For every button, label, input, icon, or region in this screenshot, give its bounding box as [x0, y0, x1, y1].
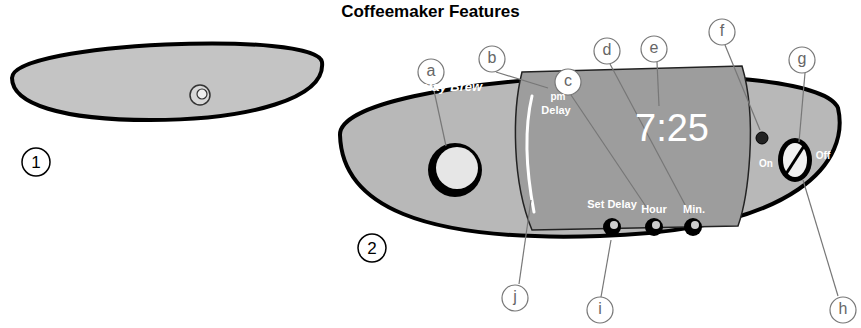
top-panel [12, 43, 322, 120]
callout-letter: f [720, 23, 724, 39]
button-label: Hour [641, 204, 667, 215]
switch-label: On [759, 159, 773, 169]
callout-circles [22, 19, 856, 323]
callout-letter: c [564, 73, 572, 89]
small-buttons [603, 218, 702, 236]
callout-letter: h [839, 301, 848, 317]
display-indicator: pm [551, 92, 566, 102]
switch-label: Off [816, 151, 830, 161]
callout-letter: j [513, 289, 517, 305]
switch-lever [786, 146, 804, 174]
callout-letter: b [488, 50, 497, 66]
button-label: Min. [683, 204, 705, 215]
clock-readout: 7:25 [635, 109, 709, 147]
button-label: Set Delay [587, 199, 637, 210]
diagram-title: Coffeemaker Features [0, 2, 861, 22]
delay-brew-button [436, 147, 478, 189]
display-area [515, 66, 750, 230]
callout-letter: d [603, 42, 612, 58]
panel-knob [190, 85, 210, 105]
callout-letter: i [598, 301, 602, 317]
callout-letter: a [427, 63, 436, 79]
display-highlight [527, 96, 534, 212]
delay-brew-button-rim [428, 143, 482, 197]
on-off-switch-rim [778, 138, 812, 182]
button-label: Delay Brew [412, 80, 482, 93]
panel-number: 2 [367, 240, 376, 257]
indicator-light [756, 132, 768, 144]
callout-letter: e [650, 40, 659, 56]
leader-lines [433, 45, 838, 297]
on-off-switch [783, 143, 807, 177]
panel-number: 1 [31, 154, 40, 171]
display-indicator: Delay [541, 105, 570, 116]
callout-letter: g [798, 51, 807, 67]
panel-knob-center [197, 89, 207, 99]
